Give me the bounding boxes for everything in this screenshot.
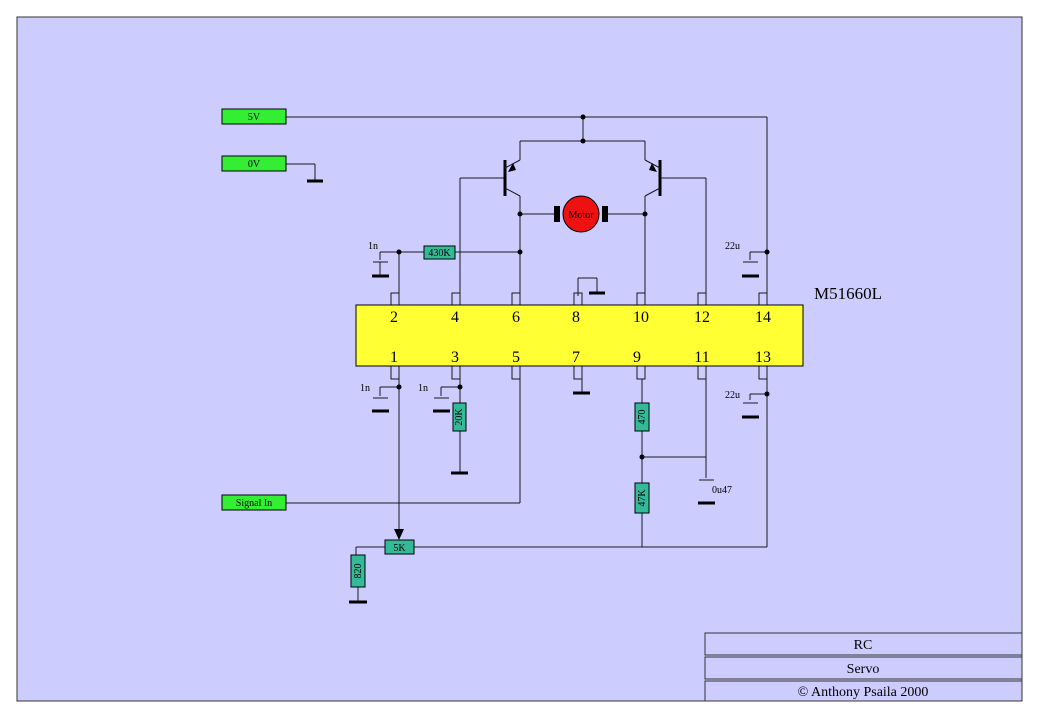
resistor-20k: 20K [452,402,467,432]
motor-label: Motor [569,210,595,221]
chip-m51660l: M51660L 2 4 6 8 10 12 14 1 3 5 7 9 11 13 [355,284,882,367]
pin-label: 2 [390,309,398,326]
cap-pin2-label: 1n [368,241,378,252]
junction-dots [396,114,770,460]
pin-label: 6 [512,309,520,326]
resistor-47k: 47K [634,482,650,514]
resistor-47k-label: 47K [637,489,648,507]
resistor-470-label: 470 [637,410,648,425]
label-signal-in-text: Signal In [236,498,272,509]
ground-symbols [307,179,605,604]
cap-pin14-label: 22u [725,241,740,252]
resistor-430k: 430K [423,245,456,260]
cap-0u47-label: 0u47 [712,485,732,496]
potentiometer-5k: 5K [384,529,415,555]
label-0v: 0V [221,155,287,172]
resistor-20k-label: 20K [454,408,465,426]
pin-label: 7 [572,349,580,366]
motor: Motor [554,195,608,233]
chip-name: M51660L [814,284,882,303]
pin-label: 3 [451,349,459,366]
pin-label: 10 [633,309,649,326]
label-0v-text: 0V [248,159,261,170]
pin-label: 14 [755,309,771,326]
resistor-820: 820 [350,554,366,588]
label-signal-in: Signal In [221,494,287,511]
title-block-line1: RC [854,638,873,653]
title-block-line2: Servo [847,662,880,677]
wires [286,116,768,602]
label-5v-text: 5V [248,112,261,123]
wiper-arrow-icon [394,529,404,540]
capacitors [372,261,759,505]
cap-pin13-label: 22u [725,390,740,401]
cap-pin3-label: 1n [418,383,428,394]
pin-label: 13 [755,349,771,366]
pin-label: 5 [512,349,520,366]
resistor-470: 470 [634,402,650,432]
pin-label: 12 [694,309,710,326]
title-block: RC Servo © Anthony Psaila 2000 [704,632,1023,702]
pin-label: 9 [633,349,641,366]
chip-body [355,304,804,367]
pin-label: 8 [572,309,580,326]
transistor-right [644,159,662,197]
transistor-left [503,159,521,197]
resistor-820-label: 820 [353,564,364,579]
potentiometer-5k-label: 5K [393,543,406,554]
pin-label: 4 [451,309,459,326]
label-5v: 5V [221,108,287,125]
pin-label: 11 [694,349,709,366]
cap-pin1-label: 1n [360,383,370,394]
title-block-line3: © Anthony Psaila 2000 [798,685,929,700]
resistor-430k-label: 430K [428,248,451,259]
pin-label: 1 [390,349,398,366]
